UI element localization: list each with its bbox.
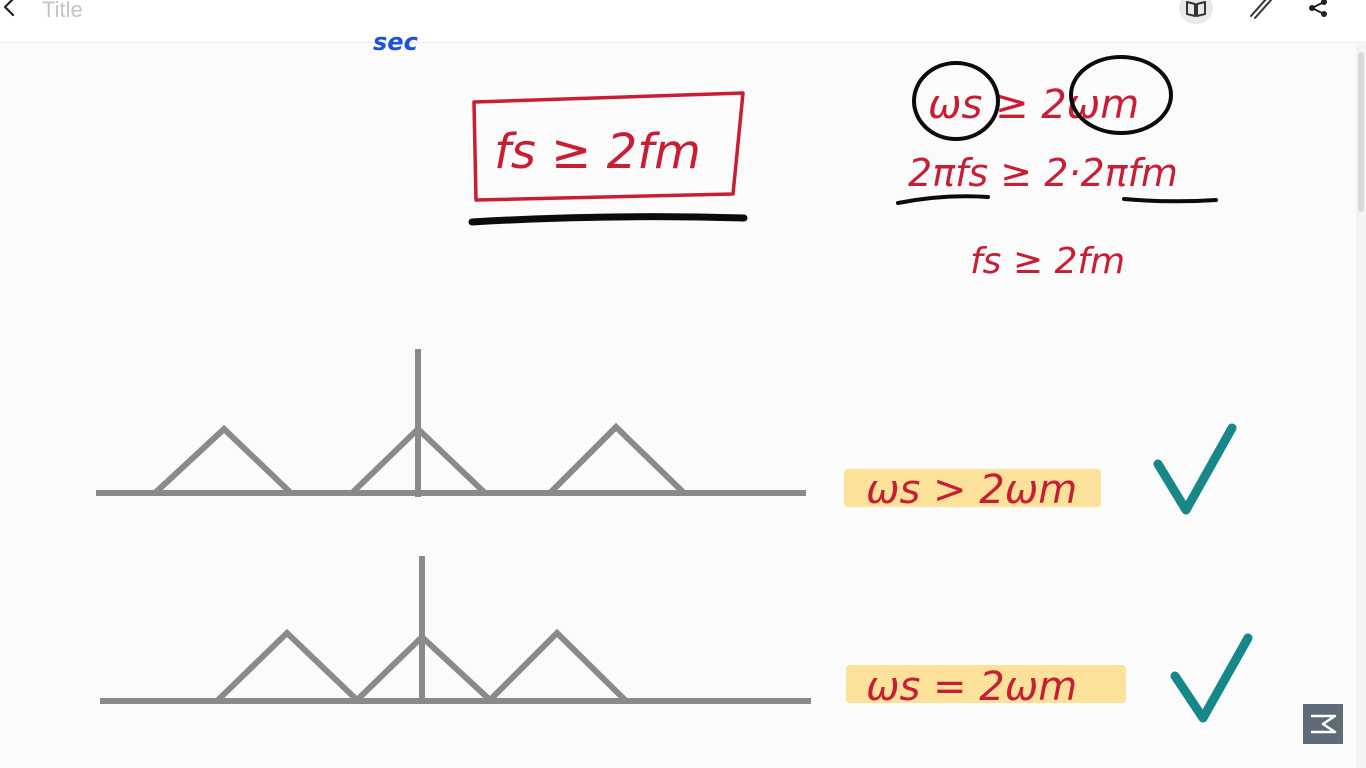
note-toolbar [0,0,1366,43]
back-button[interactable] [0,0,22,24]
derivation-line-3: fs ≥ 2fm [970,241,1125,282]
underline-right [1122,197,1218,204]
spectrum-copy-left-1 [152,424,294,496]
highlight-condition-above [844,469,1101,507]
spectrum-copy-left-2 [215,628,360,703]
checkmark-icon [1153,423,1237,515]
scroll-thumb[interactable] [1358,52,1364,212]
note-canvas[interactable] [0,43,1366,768]
book-button[interactable] [1179,0,1213,24]
share-icon [1309,0,1327,17]
spectrum-copy-right-1 [547,422,687,496]
derivation-line-1: ωs ≥ 2ωm [928,82,1139,128]
pencil-icon [1250,0,1272,19]
condition-equal-text: ωs = 2ωm [866,664,1077,710]
boxed-formula-text: fs ≥ 2fm [494,124,701,180]
pencil-button[interactable] [1243,0,1277,24]
spectrum-copy-right-2 [487,628,628,703]
channel-logo [1303,704,1343,744]
derivation-line-2: 2πfs ≥ 2·2πfm [908,151,1178,195]
book-icon [1186,1,1206,17]
partial-blue-text: sec [373,28,418,56]
back-icon [3,0,15,17]
spectrum-above-nyquist [96,349,806,497]
spectrum-copy-center-1 [349,424,488,496]
spectrum-copy-center-2 [354,632,493,703]
title-input[interactable] [40,0,344,24]
checkmark-icon [1170,633,1253,723]
share-button[interactable] [1302,0,1336,24]
boxed-formula: fs ≥ 2fm [468,91,748,226]
vertical-scrollbar[interactable] [1356,44,1366,768]
spectrum-at-nyquist [100,556,811,704]
underline-left [896,194,990,205]
black-underline [468,213,748,226]
circle-omega-s [912,61,1000,141]
derivation: ωs ≥ 2ωm 2πfs ≥ 2·2πfm fs ≥ 2fm [896,55,1218,282]
condition-above-text: ωs > 2ωm [866,467,1077,513]
logo-icon [1311,714,1337,734]
red-box [472,91,745,202]
highlight-condition-equal [846,665,1126,703]
circle-omega-m [1069,55,1173,135]
